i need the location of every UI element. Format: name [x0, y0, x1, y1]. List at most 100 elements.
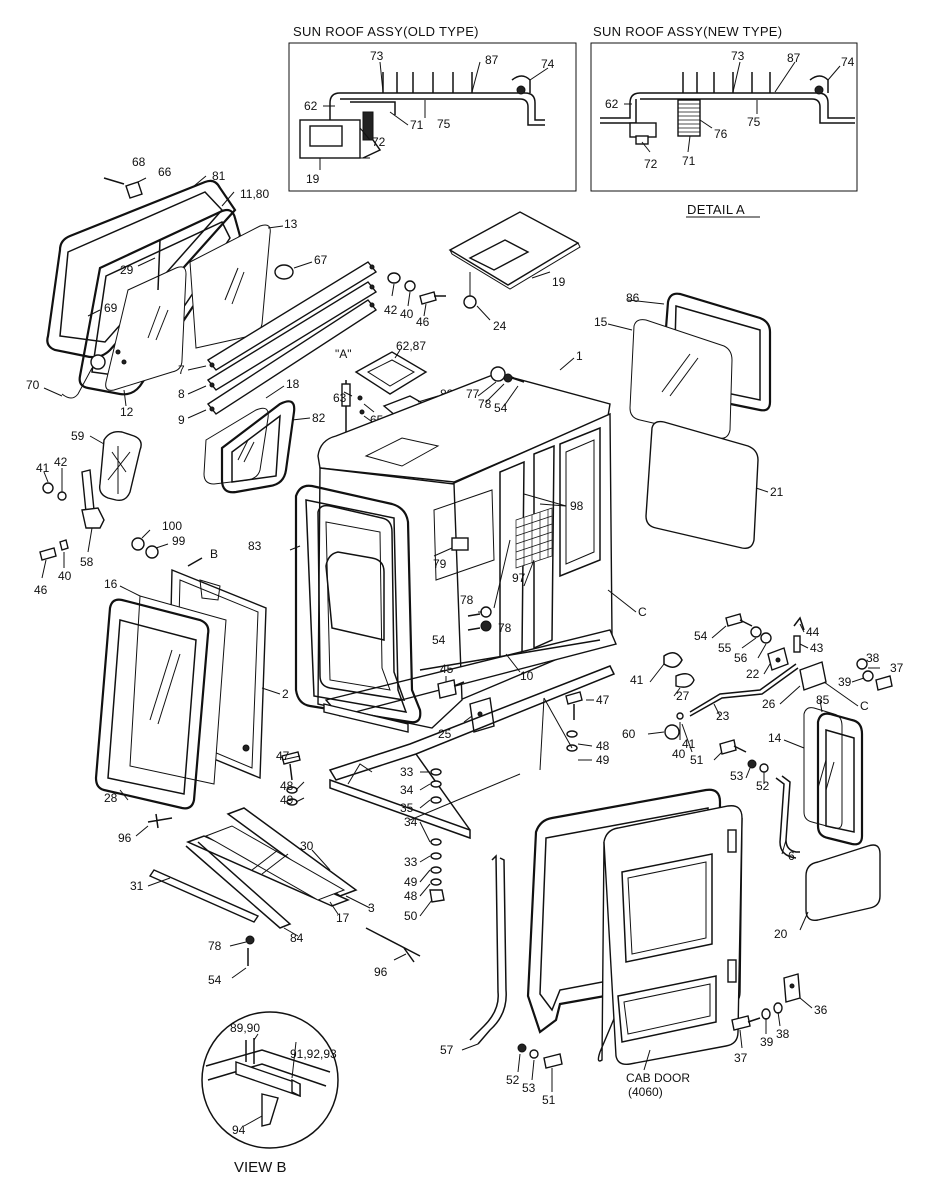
callout-54: 54 [694, 629, 708, 643]
view-b-caption: VIEW B [234, 1159, 287, 1176]
cab-door-number: (4060) [628, 1085, 663, 1099]
callout-48: 48 [404, 889, 418, 903]
callout-47: 47 [596, 693, 610, 707]
callout-34: 34 [404, 815, 418, 829]
callout-10: 10 [520, 669, 534, 683]
callout-9: 9 [178, 413, 185, 427]
callout-49: 49 [280, 793, 294, 807]
callout-39: 39 [838, 675, 852, 689]
callout-20: 20 [774, 927, 788, 941]
left-side-window-assy: 68 66 81 11,80 13 29 69 70 12 [26, 155, 298, 419]
callout-53: 53 [522, 1081, 536, 1095]
callout-79: 79 [433, 557, 447, 571]
callout-42: 42 [54, 455, 68, 469]
callout-34: 34 [400, 783, 414, 797]
sun-roof-old-type-detail: SUN ROOF ASSY(OLD TYPE) 73 [288, 24, 577, 192]
callout-43: 43 [810, 641, 824, 655]
callout-35: 35 [400, 801, 414, 815]
callout-69: 69 [104, 301, 118, 315]
callout-96: 96 [118, 831, 132, 845]
callout-100: 100 [162, 519, 182, 533]
callout-39: 39 [760, 1035, 774, 1049]
callout-22: 22 [746, 667, 760, 681]
cab-body: 1 77 78 54 79 97 98 78 54 78 10 45 25 83… [248, 349, 647, 741]
lower-front-glass: 30 31 3 17 84 78 54 96 [130, 807, 421, 987]
callout-77: 77 [466, 387, 480, 401]
callout-33: 33 [400, 765, 414, 779]
callout-72: 72 [644, 157, 658, 171]
callout-62: 62 [605, 97, 619, 111]
callout-38: 38 [866, 651, 880, 665]
callout-37: 37 [890, 661, 904, 675]
callout-c: C [638, 605, 647, 619]
callout-3: 3 [368, 901, 375, 915]
callout-36: 36 [814, 1003, 828, 1017]
callout-6: 6 [788, 849, 795, 863]
callout-70: 70 [26, 378, 40, 392]
callout-62: 62 [304, 99, 318, 113]
callout-72: 72 [372, 135, 386, 149]
callout-49: 49 [404, 875, 418, 889]
callout-76: 76 [714, 127, 728, 141]
callout-15: 15 [594, 315, 608, 329]
callout-b: B [210, 547, 218, 561]
callout-78: 78 [498, 621, 512, 635]
callout-26: 26 [762, 697, 776, 711]
callout-67: 67 [314, 253, 328, 267]
callout-28: 28 [104, 791, 118, 805]
callout-91-92-93: 91,92,93 [290, 1047, 337, 1061]
callout-45: 45 [440, 662, 454, 676]
callout-94: 94 [232, 1123, 246, 1137]
callout-98: 98 [570, 499, 584, 513]
callout-73: 73 [731, 49, 745, 63]
callout-41: 41 [36, 461, 50, 475]
callout-24: 24 [493, 319, 507, 333]
callout-14: 14 [768, 731, 782, 745]
callout-54: 54 [494, 401, 508, 415]
callout-49: 49 [596, 753, 610, 767]
sun-roof-panel: 19 24 [448, 211, 581, 333]
floor-frame-and-bolts: 47 48 49 47 48 49 33 34 35 34 33 49 48 5… [276, 665, 616, 923]
callout-19: 19 [306, 172, 320, 186]
callout-1: 1 [576, 349, 583, 363]
callout-89-90: 89,90 [230, 1021, 260, 1035]
callout-13: 13 [284, 217, 298, 231]
stay-bars: 7 8 9 42 40 46 [178, 261, 446, 427]
callout-12: 12 [120, 405, 134, 419]
callout-71: 71 [410, 118, 424, 132]
callout-2: 2 [282, 687, 289, 701]
callout-86: 86 [626, 291, 640, 305]
callout-57: 57 [440, 1043, 454, 1057]
callout-60: 60 [622, 727, 636, 741]
callout-62-87: 62,87 [396, 339, 426, 353]
callout-19: 19 [552, 275, 566, 289]
callout-58: 58 [80, 555, 94, 569]
callout-84: 84 [290, 931, 304, 945]
new-roof-caption: SUN ROOF ASSY(NEW TYPE) [593, 24, 782, 39]
callout-40: 40 [400, 307, 414, 321]
callout-52: 52 [756, 779, 770, 793]
callout-85: 85 [816, 693, 830, 707]
right-side-window: 14 85 6 20 [768, 693, 881, 941]
callout-74: 74 [541, 57, 555, 71]
rear-window-assy: 86 15 21 [594, 291, 784, 550]
callout-27: 27 [676, 689, 690, 703]
callout-7: 7 [178, 363, 185, 377]
callout-75: 75 [747, 115, 761, 129]
callout-17: 17 [336, 911, 350, 925]
callout-66: 66 [158, 165, 172, 179]
callout-59: 59 [71, 429, 85, 443]
callout-40: 40 [672, 747, 686, 761]
callout-46: 46 [34, 583, 48, 597]
callout-16: 16 [104, 577, 118, 591]
callout-78: 78 [208, 939, 222, 953]
front-window-assy: 16 2 28 96 [94, 568, 289, 845]
callout-11-80: 11,80 [240, 187, 269, 201]
callout-51: 51 [690, 753, 704, 767]
view-b-detail: 89,90 91,92,93 94 VIEW B [201, 1011, 339, 1176]
old-roof-caption: SUN ROOF ASSY(OLD TYPE) [293, 24, 479, 39]
front-lower-window: 18 82 [203, 377, 326, 494]
cab-door-caption: CAB DOOR [626, 1071, 690, 1085]
callout-38: 38 [776, 1027, 790, 1041]
